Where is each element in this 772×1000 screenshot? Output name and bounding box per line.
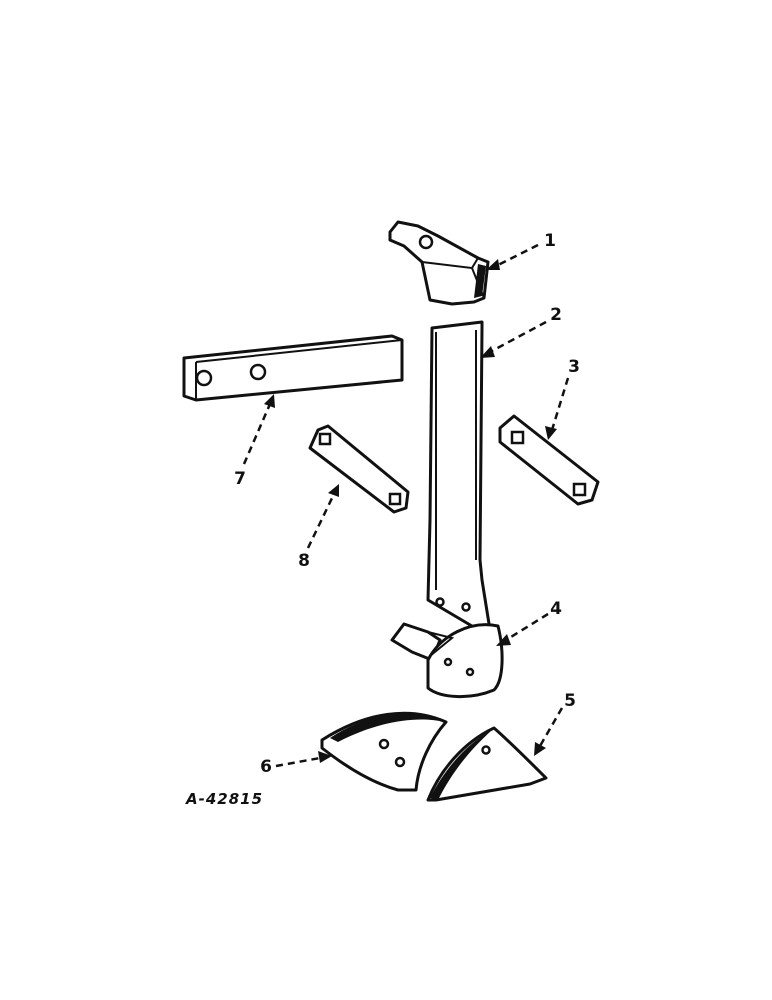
callout-2: 2 <box>550 305 562 325</box>
leader-1 <box>486 243 539 270</box>
callout-6: 6 <box>260 757 272 777</box>
callout-5: 5 <box>564 691 576 711</box>
leader-6 <box>275 751 332 768</box>
callout-8: 8 <box>298 551 310 571</box>
part-7-beam <box>182 334 404 402</box>
part-6-sweep <box>320 711 448 792</box>
part-3-strap <box>498 414 600 506</box>
part-4-point <box>390 622 504 699</box>
leader-8 <box>306 484 339 549</box>
leader-4 <box>496 612 549 646</box>
leader-2 <box>480 320 547 358</box>
callout-3: 3 <box>568 357 580 377</box>
leader-3 <box>545 377 570 440</box>
part-1-bracket <box>388 220 490 306</box>
figure-number: A-42815 <box>185 790 263 808</box>
leader-7 <box>242 394 275 465</box>
callout-4: 4 <box>550 599 562 619</box>
callout-7: 7 <box>234 469 246 489</box>
part-2-shank <box>426 320 492 634</box>
part-5-sweep <box>426 726 548 802</box>
callout-1: 1 <box>544 231 556 251</box>
leader-5 <box>534 707 564 756</box>
part-8-strap <box>308 424 410 514</box>
